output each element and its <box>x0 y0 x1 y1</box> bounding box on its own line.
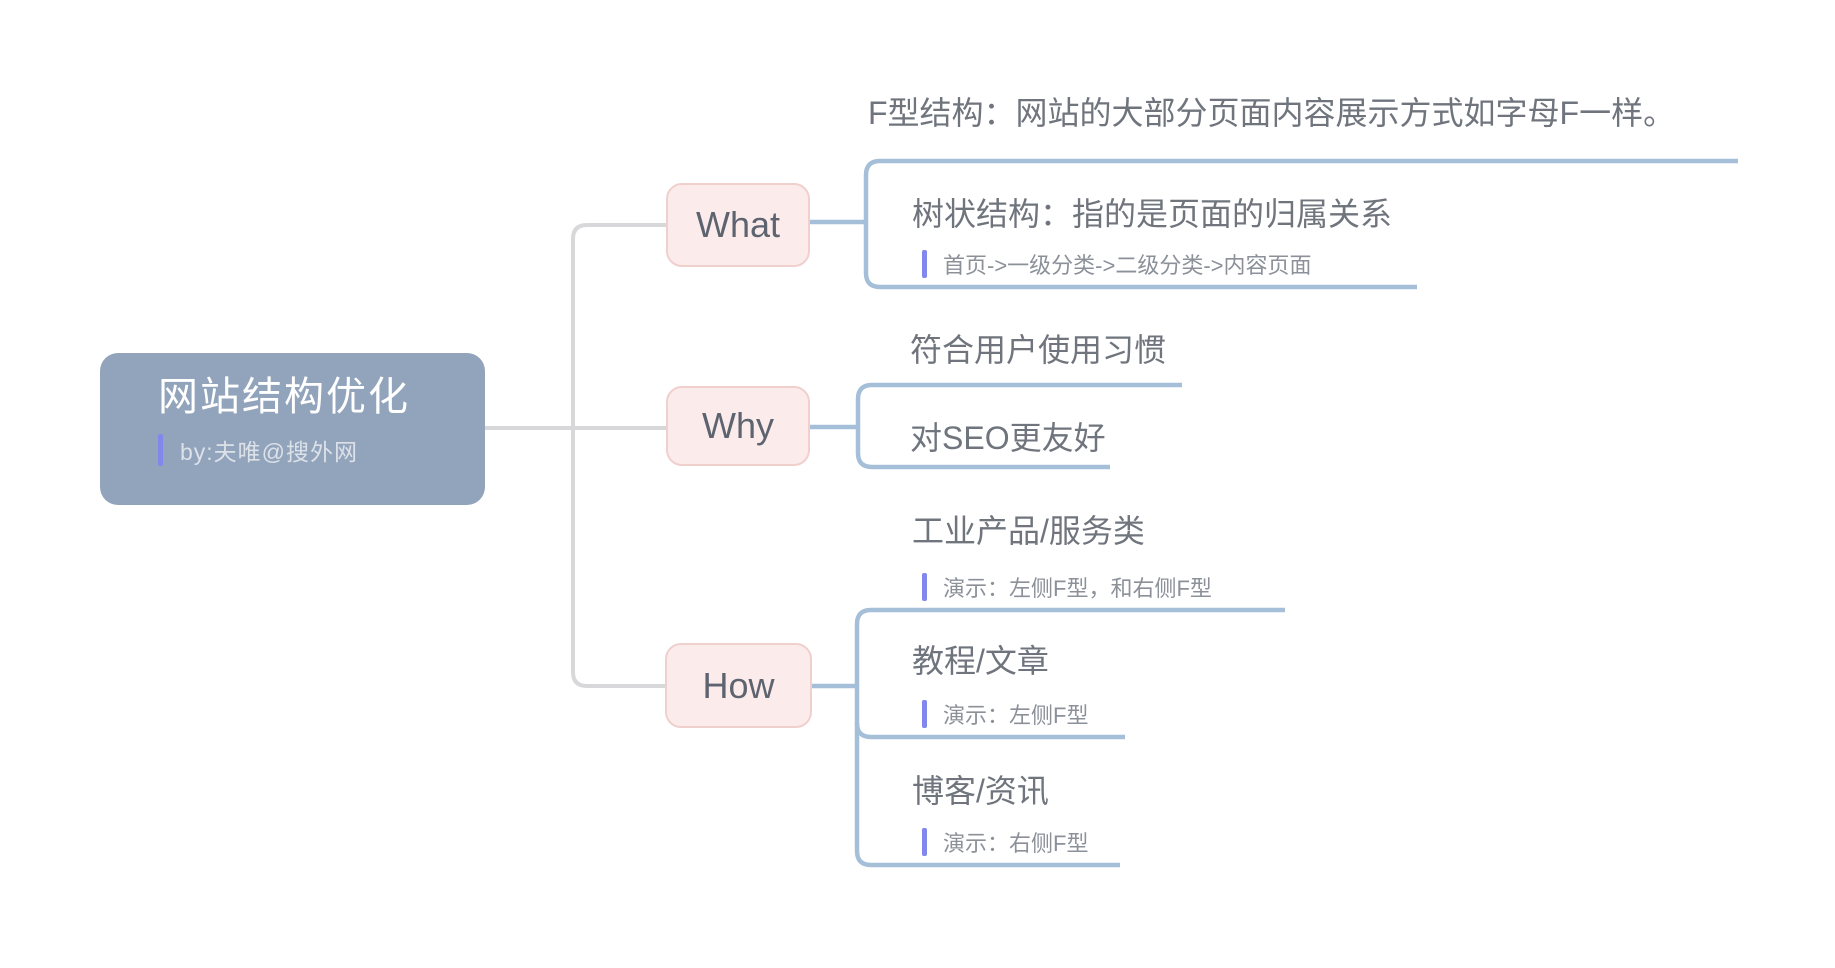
underline-how-children <box>854 607 1285 868</box>
note-bar-icon <box>922 250 927 278</box>
underline-what-children <box>863 158 1738 290</box>
note-bar-icon <box>922 828 927 856</box>
topic-industry-product[interactable]: 工业产品/服务类 <box>912 513 1145 549</box>
topic-tree-structure[interactable]: 树状结构：指的是页面的归属关系 <box>912 196 1393 232</box>
topic-tree-structure-note[interactable]: 首页->一级分类->二级分类->内容页面 <box>922 248 1312 280</box>
branch-why-label: Why <box>702 405 774 446</box>
branch-what[interactable]: What <box>666 183 810 267</box>
topic-user-habit[interactable]: 符合用户使用习惯 <box>910 332 1167 368</box>
connector-root-what-how <box>571 223 666 688</box>
underline-why-children <box>855 382 1182 470</box>
topic-industry-product-note[interactable]: 演示：左侧F型，和右侧F型 <box>922 571 1212 603</box>
topic-blog-news-note-text: 演示：右侧F型 <box>943 831 1089 856</box>
root-note: by:夫唯@搜外网 <box>158 433 485 467</box>
note-bar-icon <box>922 573 927 601</box>
note-bar-icon <box>158 434 163 466</box>
topic-tutorial-article-note[interactable]: 演示：左侧F型 <box>922 698 1088 730</box>
topic-blog-news-note[interactable]: 演示：右侧F型 <box>922 826 1088 858</box>
topic-blog-news[interactable]: 博客/资讯 <box>912 773 1049 809</box>
branch-why[interactable]: Why <box>666 386 810 466</box>
branch-how-label: How <box>702 664 775 706</box>
topic-tree-structure-note-text: 首页->一级分类->二级分类->内容页面 <box>943 253 1312 278</box>
root-note-text: by:夫唯@搜外网 <box>180 439 359 465</box>
topic-industry-product-note-text: 演示：左侧F型，和右侧F型 <box>943 576 1212 601</box>
branch-what-label: What <box>695 204 781 245</box>
topic-tutorial-article-note-text: 演示：左侧F型 <box>943 703 1089 728</box>
note-bar-icon <box>922 700 927 728</box>
root-topic-title: 网站结构优化 <box>158 375 410 419</box>
underline-how-middle-child <box>854 722 1125 740</box>
topic-seo-friendly[interactable]: 对SEO更友好 <box>910 420 1106 456</box>
branch-how[interactable]: How <box>665 643 812 728</box>
root-topic[interactable]: 网站结构优化 by:夫唯@搜外网 <box>100 353 485 505</box>
topic-f-structure[interactable]: F型结构：网站的大部分页面内容展示方式如字母F一样。 <box>868 95 1676 131</box>
topic-tutorial-article[interactable]: 教程/文章 <box>912 643 1049 679</box>
